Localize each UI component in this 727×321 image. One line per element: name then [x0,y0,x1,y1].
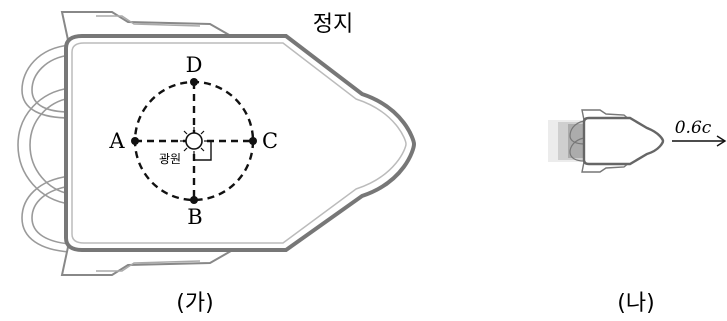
right-angle-marker [194,141,212,161]
small-engine-exhaust [569,120,585,162]
point-a [131,137,139,145]
label-d: D [186,53,203,77]
light-source-icon [180,127,208,155]
ship-hull [64,34,417,252]
engine-exhaust [17,44,71,253]
label-c: C [262,129,278,153]
caption-b: (나) [617,291,654,316]
speed-label: 0.6c [675,118,712,138]
point-c [249,137,257,145]
point-b [190,196,198,204]
caption-a: (가) [176,291,213,316]
status-label: 정지 [313,12,353,37]
panel-a: D A C B 광원 정지 (가) [17,11,417,316]
motion-blur [548,120,586,162]
light-source-label: 광원 [159,152,181,166]
label-a: A [108,129,125,153]
panel-b: 0.6c (나) [548,109,727,316]
label-b: B [187,205,202,229]
velocity-arrow [672,135,727,147]
point-d [190,78,198,86]
small-ship-hull [582,116,665,166]
